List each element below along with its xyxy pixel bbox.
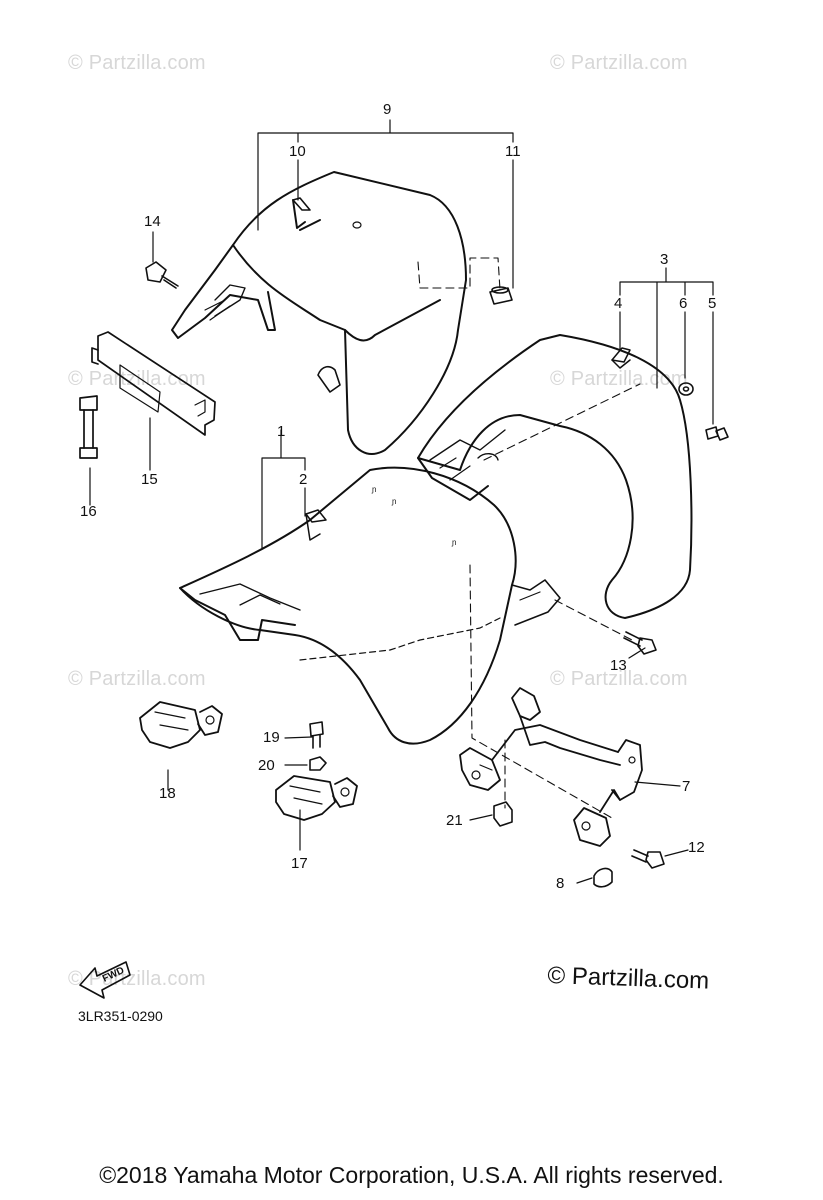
nut-20 <box>309 756 327 771</box>
watermark: © Partzilla.com <box>68 668 206 690</box>
callout-8: 8 <box>556 875 565 892</box>
callout-20: 20 <box>258 757 275 774</box>
front-seat-1: ɲ ɲ ɲ <box>179 466 561 745</box>
screw-5 <box>705 426 729 441</box>
nut-21 <box>493 801 513 827</box>
strap-16 <box>79 395 98 459</box>
callout-13: 13 <box>610 657 627 674</box>
diagram-code: 3LR351-0290 <box>78 1008 163 1024</box>
callout-6: 6 <box>679 295 688 312</box>
callout-3: 3 <box>660 251 669 268</box>
svg-text:ɲ: ɲ <box>391 497 396 506</box>
rear-cover-3 <box>417 334 693 619</box>
lock-18 <box>139 701 223 749</box>
plate-15 <box>91 331 216 436</box>
watermark: © Partzilla.com <box>550 368 688 390</box>
watermark: © Partzilla.com <box>550 52 688 74</box>
watermark: © Partzilla.com <box>550 668 688 690</box>
bracket-7 <box>459 687 643 847</box>
callout-18: 18 <box>159 785 176 802</box>
watermark: © Partzilla.com <box>68 52 206 74</box>
bolt-12 <box>631 849 665 869</box>
svg-text:ɲ: ɲ <box>371 485 376 494</box>
callout-12: 12 <box>688 839 705 856</box>
leader-lines <box>89 119 714 884</box>
washer-6 <box>678 382 694 396</box>
fwd-label: FWD <box>101 965 126 985</box>
callout-21: 21 <box>446 812 463 829</box>
callout-11: 11 <box>505 143 521 160</box>
callout-4: 4 <box>614 295 623 312</box>
callout-1: 1 <box>277 423 286 440</box>
callout-5: 5 <box>708 295 717 312</box>
fwd-arrow-icon: FWD <box>79 961 131 999</box>
rear-seat-9 <box>171 171 467 455</box>
callout-16: 16 <box>80 503 97 520</box>
copyright-footer: ©2018 Yamaha Motor Corporation, U.S.A. A… <box>99 1162 724 1188</box>
bolt-13 <box>623 631 657 655</box>
bolt-14 <box>145 261 179 289</box>
callout-14: 14 <box>144 213 161 230</box>
grommet-11 <box>489 286 513 305</box>
callout-15: 15 <box>141 471 158 488</box>
svg-text:ɲ: ɲ <box>451 538 456 547</box>
bolt-19 <box>309 721 324 749</box>
callout-9: 9 <box>383 101 392 118</box>
assembly-lines <box>417 257 641 819</box>
callout-10: 10 <box>289 143 306 160</box>
callout-7: 7 <box>682 778 691 795</box>
nut-8 <box>593 867 613 888</box>
partzilla-watermark: © Partzilla.com <box>547 962 710 995</box>
callout-19: 19 <box>263 729 280 746</box>
callout-17: 17 <box>291 855 308 872</box>
callout-2: 2 <box>299 471 308 488</box>
lock-17 <box>275 775 358 821</box>
